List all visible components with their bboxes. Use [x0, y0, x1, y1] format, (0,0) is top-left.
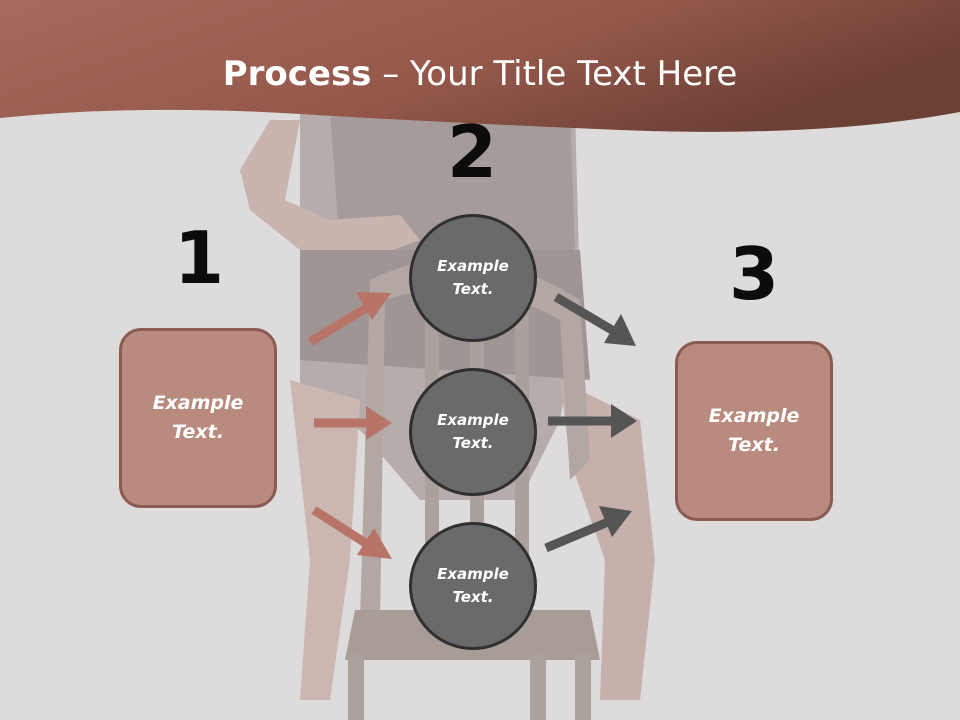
title-rest: – Your Title Text Here [371, 54, 738, 94]
circle-top: Example Text. [409, 214, 537, 342]
arrow-top-to-right [553, 293, 636, 346]
circle-bottom: Example Text. [409, 522, 537, 650]
arrow-left-to-bottom [311, 506, 392, 559]
right-text-box: Example Text. [675, 341, 833, 521]
title-banner [0, 0, 960, 132]
title-bold: Process [222, 54, 372, 94]
arrow-left-to-middle [314, 406, 392, 440]
arrow-middle-to-right [548, 404, 637, 438]
arrow-left-to-top [307, 292, 391, 346]
left-text-box: Example Text. [119, 328, 277, 508]
step-number-1: 1 [173, 216, 225, 300]
step-number-2: 2 [446, 110, 498, 194]
circle-middle: Example Text. [409, 368, 537, 496]
page-title: Process – Your Title Text Here [0, 52, 960, 96]
arrow-bottom-to-right [544, 506, 632, 553]
step-number-3: 3 [728, 232, 780, 316]
